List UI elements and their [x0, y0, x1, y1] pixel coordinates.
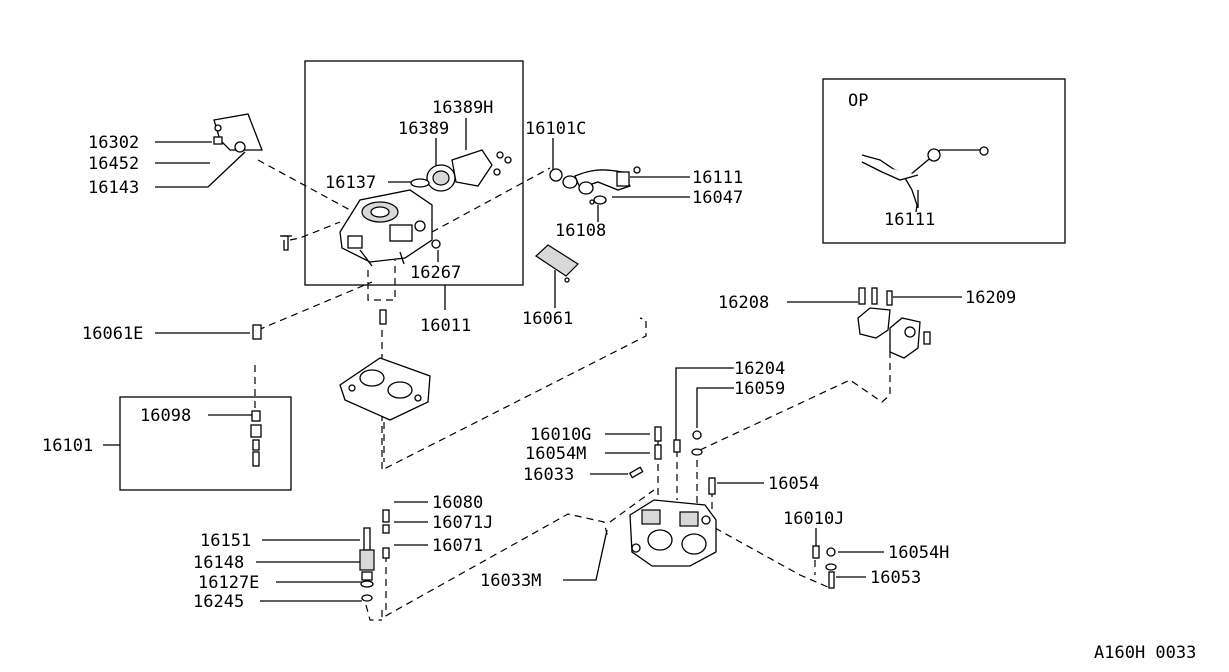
label-16108: 16108 [555, 221, 606, 241]
option-box [822, 78, 1066, 244]
carburetor-assembly-box [304, 60, 524, 286]
small-screws [252, 235, 387, 340]
label-16148: 16148 [193, 553, 244, 573]
label-16204: 16204 [734, 359, 785, 379]
label-16033m: 16033M [480, 571, 541, 591]
label-16101: 16101 [42, 436, 93, 456]
diaphragm-assembly [410, 149, 512, 192]
throttle-screws [628, 426, 716, 495]
part-labels: 16302 16452 16143 16137 16389 16389H 161… [42, 91, 1196, 663]
label-16054h: 16054H [888, 543, 949, 563]
label-16111: 16111 [692, 168, 743, 188]
label-16033: 16033 [523, 465, 574, 485]
label-16389h: 16389H [432, 98, 493, 118]
label-16059: 16059 [734, 379, 785, 399]
label-16101c: 16101C [525, 119, 586, 139]
label-16010j: 16010J [783, 509, 844, 529]
label-16209: 16209 [965, 288, 1016, 308]
reference-code: A160H 0033 [1094, 643, 1196, 663]
label-16143: 16143 [88, 178, 139, 198]
throttle-lower-screws [812, 545, 837, 589]
label-16151: 16151 [200, 531, 251, 551]
hose-assembly [549, 166, 641, 205]
label-16111-option: 16111 [884, 210, 935, 230]
label-16054: 16054 [768, 474, 819, 494]
label-16302: 16302 [88, 133, 139, 153]
heat-shield [535, 244, 579, 283]
label-16127e: 16127E [198, 573, 259, 593]
pump-assembly [359, 509, 390, 602]
throttle-bracket [213, 113, 263, 153]
needle-valve [250, 410, 262, 467]
label-16208: 16208 [718, 293, 769, 313]
label-16047: 16047 [692, 188, 743, 208]
needle-valve-box [119, 396, 292, 491]
label-16245: 16245 [193, 592, 244, 612]
label-16061: 16061 [522, 309, 573, 329]
option-hose-bracket [861, 146, 989, 213]
label-16061e: 16061E [82, 324, 143, 344]
label-16011: 16011 [420, 316, 471, 336]
label-16010g: 16010G [530, 425, 591, 445]
label-16389: 16389 [398, 119, 449, 139]
label-16071: 16071 [432, 536, 483, 556]
label-16267: 16267 [410, 263, 461, 283]
label-16452: 16452 [88, 154, 139, 174]
leader-lines [103, 118, 962, 602]
label-16098: 16098 [140, 406, 191, 426]
base-gasket [339, 357, 431, 421]
label-16054m: 16054M [525, 444, 586, 464]
label-op: OP [848, 91, 868, 111]
throttle-chamber [629, 499, 717, 567]
label-16053: 16053 [870, 568, 921, 588]
carburetor-body [339, 189, 441, 267]
choke-housing [857, 287, 931, 359]
label-16080: 16080 [432, 493, 483, 513]
label-16137: 16137 [325, 173, 376, 193]
label-16071j: 16071J [432, 513, 493, 533]
